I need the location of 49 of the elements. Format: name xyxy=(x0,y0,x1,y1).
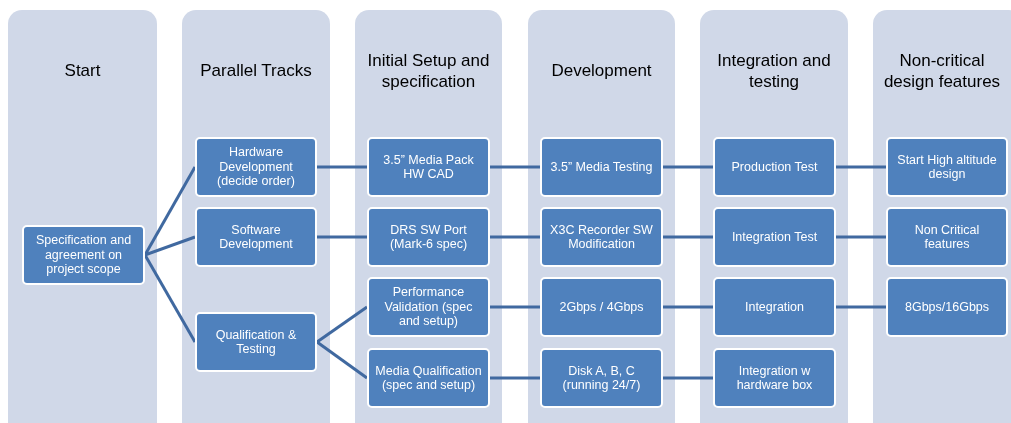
connector-line xyxy=(317,235,367,239)
column-band xyxy=(528,10,675,423)
connector-line xyxy=(836,305,886,309)
process-box: 3.5” Media Pack HW CAD xyxy=(367,137,490,197)
column-heading: Parallel Tracks xyxy=(199,60,313,83)
process-box: Non Critical features xyxy=(886,207,1008,267)
connector-line xyxy=(490,376,540,380)
connector-line xyxy=(144,235,196,257)
connector-line xyxy=(836,235,886,239)
process-box: Software Development xyxy=(195,207,317,267)
process-box: DRS SW Port (Mark-6 spec) xyxy=(367,207,490,267)
column-band xyxy=(700,10,848,423)
connector-line xyxy=(663,165,713,169)
connector-line xyxy=(663,235,713,239)
process-box: 2Gbps / 4Gbps xyxy=(540,277,663,337)
process-box: Integration xyxy=(713,277,836,337)
column-band xyxy=(8,10,157,423)
process-box: Qualification & Testing xyxy=(195,312,317,372)
process-box: Production Test xyxy=(713,137,836,197)
connector-line xyxy=(663,305,713,309)
connector-line xyxy=(663,376,713,380)
column-heading: Development xyxy=(550,60,653,83)
column-band xyxy=(873,10,1011,423)
process-box: Performance Validation (spec and setup) xyxy=(367,277,490,337)
process-box: 8Gbps/16Gbps xyxy=(886,277,1008,337)
connector-line xyxy=(490,165,540,169)
connector-line xyxy=(143,166,197,256)
column-heading: Initial Setup and specification xyxy=(366,49,491,93)
process-box: Hardware Development (decide order) xyxy=(195,137,317,197)
connector-line xyxy=(490,305,540,309)
process-box: Start High altitude design xyxy=(886,137,1008,197)
connector-line xyxy=(143,254,197,343)
connector-line xyxy=(316,340,368,380)
column-heading: Start xyxy=(63,60,102,83)
process-box: Integration Test xyxy=(713,207,836,267)
connector-line xyxy=(836,165,886,169)
process-box: Specification and agreement on project scope xyxy=(22,225,145,285)
process-box: Disk A, B, C (running 24/7) xyxy=(540,348,663,408)
connector-line xyxy=(490,235,540,239)
process-box: Integration w hardware box xyxy=(713,348,836,408)
column-heading: Non-critical design features xyxy=(882,49,1002,93)
process-box: X3C Recorder SW Modification xyxy=(540,207,663,267)
process-box: 3.5” Media Testing xyxy=(540,137,663,197)
column-band xyxy=(182,10,330,423)
column-heading: Integration and testing xyxy=(716,49,832,93)
process-box: Media Qualification (spec and setup) xyxy=(367,348,490,408)
connector-line xyxy=(316,305,368,344)
column-band xyxy=(355,10,502,423)
connector-line xyxy=(317,165,367,169)
